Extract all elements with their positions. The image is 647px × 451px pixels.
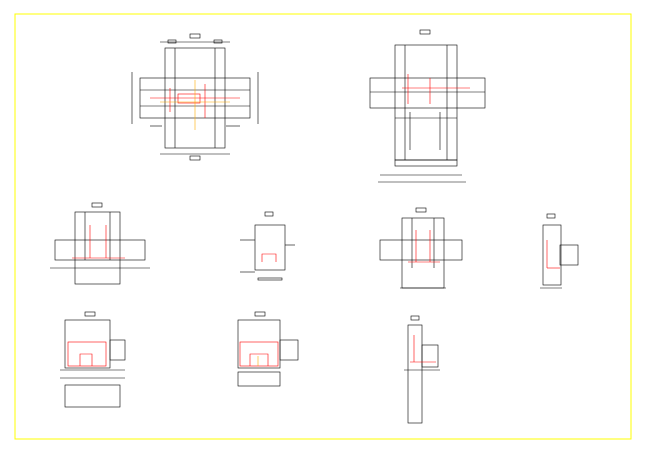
view-section-2	[240, 211, 295, 281]
view-elevation-2	[237, 311, 299, 387]
view-elevation-3	[404, 315, 440, 424]
view-elevation-1	[60, 311, 126, 408]
view-top-plan-right	[369, 29, 486, 183]
view-section-4	[540, 213, 579, 289]
view-top-plan-cross	[131, 33, 259, 161]
view-section-1	[50, 202, 150, 285]
view-section-3	[379, 207, 463, 289]
sheet-frame	[14, 13, 632, 440]
